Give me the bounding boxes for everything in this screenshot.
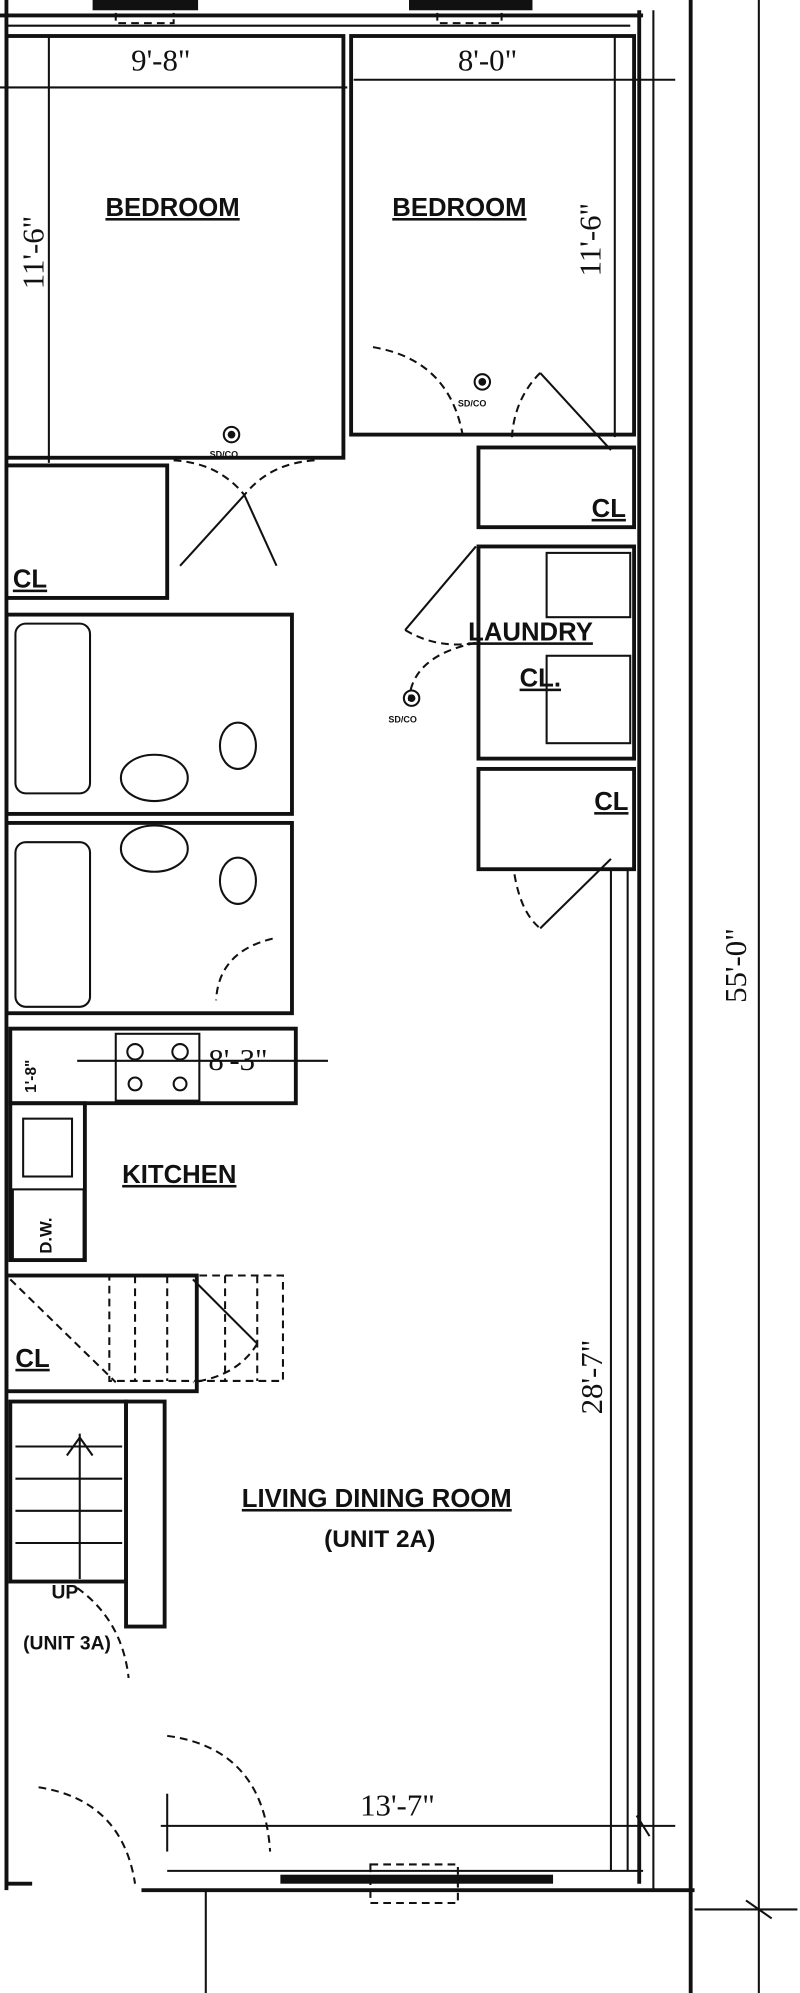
closet-label: CL [15,1345,49,1373]
laundry-closet-label: CL. [520,665,561,693]
smoke-detector-icon [222,425,241,444]
dimension-label: 11'-6" [17,216,51,290]
closet-label: CL [13,566,47,594]
window-top-left [92,0,199,25]
exterior-walls [0,0,760,1993]
bathrooms [4,612,294,1016]
dimension-label: 11'-6" [574,203,608,277]
dimension-label: 13'-7" [360,1789,435,1823]
dishwasher-label: D.W. [36,1217,55,1253]
stair [4,1399,272,1886]
dimension-label: 1'-8" [23,1060,40,1093]
detector-label: SD/CO [210,450,239,460]
kitchen [8,1026,328,1263]
stair-closet [4,1273,284,1394]
dimension-label: 8'-0" [458,44,517,78]
laundry-label: LAUNDRY [468,618,593,646]
dimension-label: 55'-0" [719,928,753,1003]
dimension-label: 9'-8" [131,44,190,78]
closets [6,445,637,930]
unit-label: (UNIT 2A) [324,1526,435,1553]
smoke-detector-icon [402,689,421,707]
detector-label: SD/CO [458,398,487,408]
detector-label: SD/CO [388,715,417,725]
stair-unit-label: (UNIT 3A) [23,1634,111,1655]
closet-label: CL [592,495,626,523]
closet-label: CL [594,788,628,816]
kitchen-label: KITCHEN [122,1161,236,1189]
dimension-label: 28'-7" [575,1340,609,1415]
bedroom-walls [0,34,676,567]
smoke-detector-icon [473,373,492,391]
living-room-label: LIVING DINING ROOM [242,1485,512,1513]
living-room [160,867,798,1920]
bedroom-label: BEDROOM [105,194,239,222]
window-top-right [409,0,533,25]
dimension-label: 8'-3" [208,1043,267,1077]
bedroom-label: BEDROOM [392,194,526,222]
window-bottom [280,1863,554,1905]
stair-up-label: UP [51,1582,78,1603]
